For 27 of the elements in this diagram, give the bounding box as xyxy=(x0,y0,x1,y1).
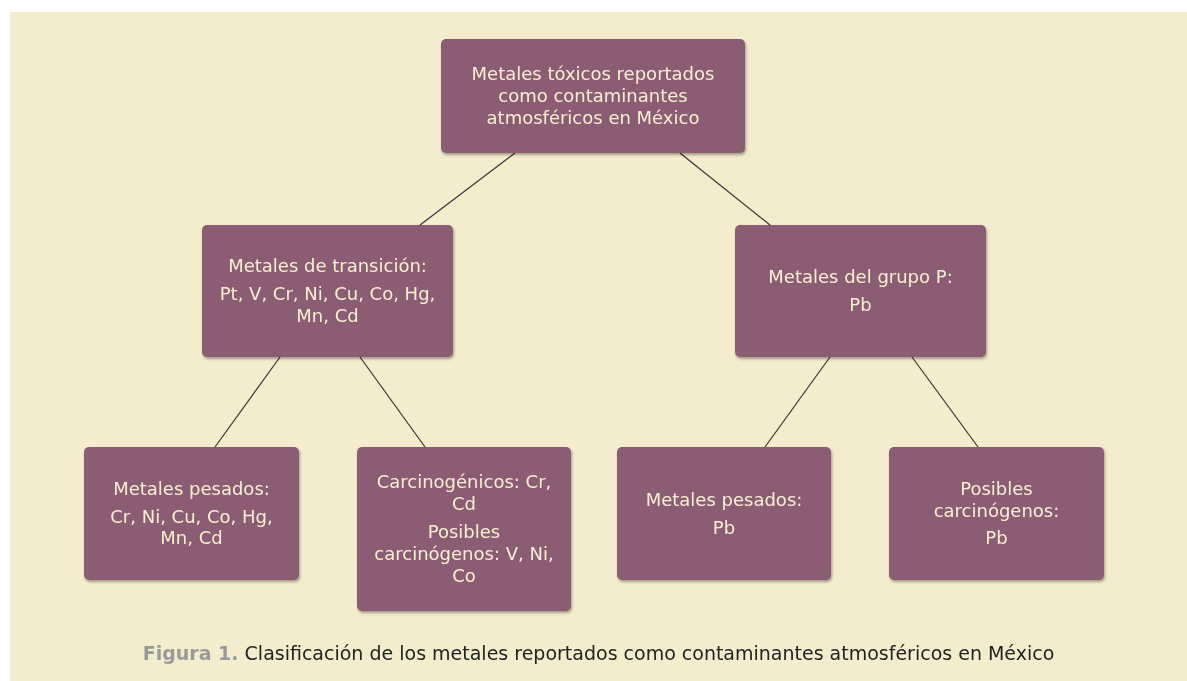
box-text: Metales del grupo P: xyxy=(768,266,953,288)
category-box xyxy=(202,225,453,357)
box-text: Posibles carcinógenos: xyxy=(932,477,1061,522)
category-box xyxy=(617,447,831,580)
connector-line xyxy=(419,152,516,226)
box-text: Carcinogénicos: Cr, Cd xyxy=(375,471,553,515)
category-box xyxy=(889,447,1104,580)
category-box xyxy=(84,447,299,580)
box-text: Metales pesados: xyxy=(645,488,803,511)
connector-line xyxy=(911,356,979,448)
figure-caption: Figura 1. Clasificación de los metales reportados como contaminantes atmosféricos en México xyxy=(141,642,1056,664)
box-text: Pb xyxy=(985,527,1008,550)
category-box xyxy=(357,447,571,611)
category-box xyxy=(735,225,986,357)
box-text: Metales pesados: xyxy=(113,477,270,500)
box-text: Metales de transición: xyxy=(228,255,427,277)
connector-line xyxy=(359,356,426,448)
box-text: Pt, V, Cr, Ni, Cu, Co, Hg, Mn, Cd xyxy=(218,283,437,327)
connector-line xyxy=(214,356,281,448)
box-text: Metales tóxicos reportados como contaminantes atmosféricos en México xyxy=(470,63,716,129)
connector-line xyxy=(679,152,771,226)
box-text: Posibles carcinógenos: V, Ni, Co xyxy=(373,521,555,587)
box-text: Pb xyxy=(849,294,872,316)
box-text: Pb xyxy=(712,516,736,539)
box-text: Cr, Ni, Cu, Co, Hg, Mn, Cd xyxy=(109,505,274,550)
category-box xyxy=(441,39,745,153)
connector-line xyxy=(764,356,831,448)
